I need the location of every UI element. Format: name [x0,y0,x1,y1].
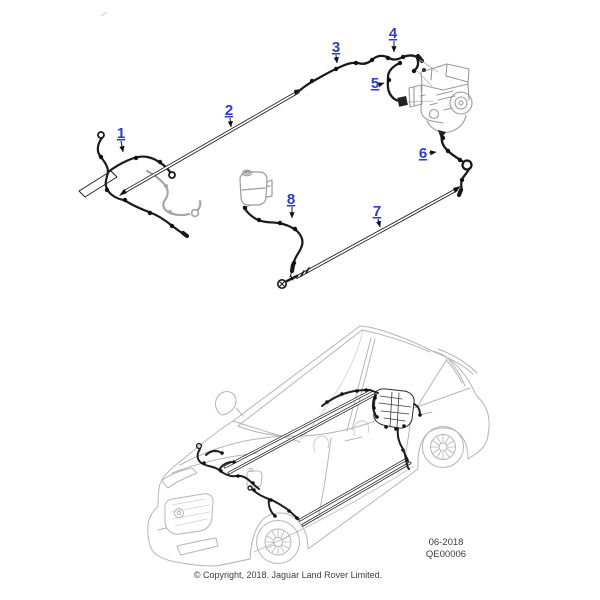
revision-date: 06-2018 [429,537,464,548]
gray-hose [145,169,202,218]
pipe-end-tip [119,189,127,196]
vehicle-front-harness [195,442,260,490]
vehicle-body-outline [147,325,490,567]
engine-outlet-connector [438,130,446,139]
leader-line-1 [119,140,125,153]
leader-line-2 [227,117,233,128]
headlamp [161,467,198,489]
callout-4: 4 [389,25,398,53]
leader-line-5 [377,82,385,88]
ring-connector [97,131,105,139]
vehicle-diagonal-pipes [223,389,376,475]
callout-7: 7 [373,203,382,228]
coolant-reservoir [239,169,273,208]
pipe-clamp [300,267,310,277]
vehicle-illustration [147,325,490,567]
callout-number-1[interactable]: 1 [117,125,125,142]
ring-connector [168,171,176,179]
engine-assembly [408,63,473,139]
part-3-4-clips [309,54,417,84]
bolt-icon [276,274,299,289]
callouts: 1 2 3 4 5 6 7 8 [117,25,437,228]
leader-line-6 [428,150,437,156]
rear-wheel [422,426,464,468]
part-2-pipe [119,89,303,196]
parts-section [78,53,473,289]
callout-number-2[interactable]: 2 [225,102,233,119]
figure-code: QE00006 [426,549,466,560]
part-5-hose [386,60,434,107]
callout-6: 6 [419,145,437,162]
vehicle-sill-pipes [298,457,412,527]
interior-seats [313,420,370,453]
callout-number-6[interactable]: 6 [419,145,427,162]
front-wheel [256,520,300,564]
grille-mesh [170,498,211,527]
part-1-clips [98,154,175,229]
callout-number-8[interactable]: 8 [287,191,295,208]
leader-line-3 [333,54,339,64]
part-1-bracket [78,170,118,198]
pipe-end-tip [453,186,461,193]
callout-number-3[interactable]: 3 [332,39,340,56]
callout-1: 1 [117,125,125,153]
copyright-notice: © Copyright, 2018. Jaguar Land Rover Lim… [194,570,382,580]
vehicle-mid-harness [247,485,299,520]
callout-number-4[interactable]: 4 [389,25,398,42]
leader-line-7 [376,218,382,228]
part-6-harness [440,134,473,198]
connector-block [397,96,408,107]
callout-number-7[interactable]: 7 [373,203,381,220]
part-1-harness [78,131,190,239]
stray-mark [100,11,108,17]
vehicle-rear-drive-unit [369,388,422,470]
part-7-pipe [276,186,461,289]
side-mirror [214,391,244,417]
callout-number-5[interactable]: 5 [371,75,379,92]
callout-3: 3 [332,39,340,64]
callout-2: 2 [225,102,233,128]
front-grille [164,493,214,535]
engine-leader-lines [415,59,439,87]
callout-5: 5 [371,75,385,92]
part-3-4-harness [297,53,439,93]
callout-8: 8 [287,191,295,219]
part-8-harness [242,205,304,278]
vehicle-harness-overlay [195,388,422,527]
jaguar-badge [174,508,184,518]
vehicle-roof-harness [321,388,371,407]
